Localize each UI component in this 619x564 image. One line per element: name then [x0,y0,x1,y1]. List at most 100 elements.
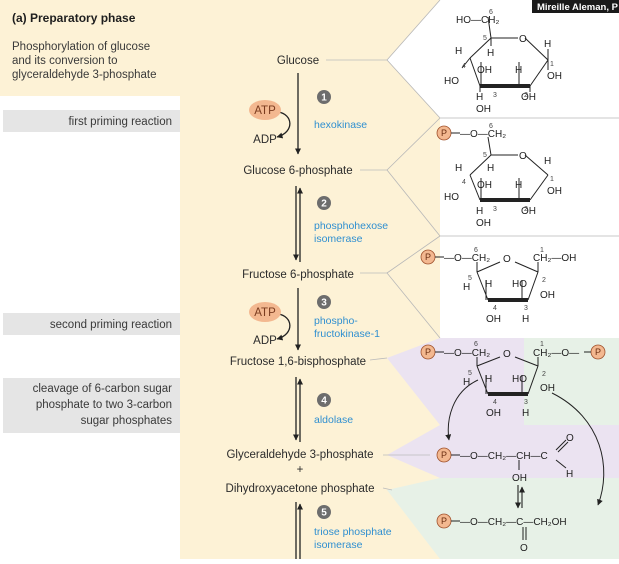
svg-text:OH: OH [512,473,527,484]
svg-text:HO: HO [512,374,527,385]
svg-text:1: 1 [540,247,544,254]
side-label-box-3 [3,378,180,433]
metabolite-glucose: Glucose [277,55,319,67]
atp-badge-2 [249,302,281,322]
svg-text:4: 4 [462,179,466,186]
atp-label-2: ATP [254,307,276,319]
reaction-arrows [276,73,303,559]
svg-text:H: H [463,377,470,388]
svg-text:O: O [503,349,511,360]
enzyme-phosphohexose-isomerase-2: isomerase [314,233,363,245]
svg-text:6: 6 [489,123,493,130]
isomerase-arrows [515,485,525,509]
glyceraldehyde-3-phosphate-structure: P —O—CH₂—CH—C O H OH [436,433,574,484]
svg-text:H: H [515,180,522,191]
svg-text:HO—CH₂: HO—CH₂ [456,15,499,26]
svg-text:HO: HO [444,76,459,87]
svg-text:4: 4 [493,305,497,312]
svg-text:H: H [522,408,529,419]
svg-text:H: H [463,282,470,293]
svg-text:3: 3 [493,206,497,213]
side-label-first-priming: first priming reaction [68,116,172,128]
g3p-panel [387,425,619,478]
plus-sign: + [297,464,304,476]
svg-text:—O—CH₂: —O—CH₂ [460,129,506,140]
svg-text:P: P [441,128,447,138]
svg-text:6: 6 [474,341,478,348]
glucose-structure: HO—CH₂ 6 5 O H H H 4 1 OH H HO OH H 3 2 … [444,9,562,115]
svg-text:P: P [441,516,447,526]
phase-title: (a) Preparatory phase [12,11,136,25]
svg-text:3: 3 [524,399,528,406]
svg-text:2: 2 [542,277,546,284]
enzyme-phosphofructokinase-2: fructokinase-1 [314,328,380,340]
svg-text:5: 5 [468,370,472,377]
svg-text:HO: HO [512,279,527,290]
svg-text:HO: HO [444,192,459,203]
svg-text:H: H [455,46,462,57]
step-5-marker: 5 [317,505,331,519]
svg-text:H: H [476,92,483,103]
header-panel [0,0,180,96]
enzyme-triose-phosphate-isomerase-2: isomerase [314,539,363,551]
phase-desc-line3: glyceraldehyde 3-phosphate [12,69,157,81]
phase-desc-line1: Phosphorylation of glucose [12,41,150,53]
svg-text:—O—CH₂—CH—C: —O—CH₂—CH—C [460,451,548,462]
svg-text:2: 2 [524,206,528,213]
svg-text:1: 1 [540,341,544,348]
metabolite-fructose-1-6-bisphosphate: Fructose 1,6-bisphosphate [230,356,366,368]
svg-text:OH: OH [547,71,562,82]
svg-text:H: H [487,163,494,174]
svg-text:H: H [566,469,573,480]
svg-text:H: H [476,206,483,217]
svg-text:P: P [425,252,431,262]
svg-text:1: 1 [550,176,554,183]
step-1-marker: 1 [317,90,331,104]
svg-text:H: H [485,279,492,290]
side-label-second-priming: second priming reaction [50,319,172,331]
svg-text:OH: OH [476,218,491,229]
svg-text:2: 2 [321,199,327,210]
svg-text:1: 1 [550,61,554,68]
svg-text:1: 1 [321,93,327,104]
phase-desc-line2: and its conversion to [12,55,117,67]
svg-text:P: P [441,450,447,460]
svg-text:5: 5 [483,152,487,159]
fructose-1-6-bisphosphate-structure: P P —O—CH₂ 6 O 1 CH₂—O— 5 H H HO 2 OH 4 … [420,341,606,419]
svg-text:OH: OH [547,186,562,197]
side-label-cleavage-2: phosphate to two 3-carbon [36,399,172,411]
svg-text:CH₂—O—: CH₂—O— [533,348,579,359]
metabolite-fructose-6-phosphate: Fructose 6-phosphate [242,269,354,281]
svg-text:P: P [425,347,431,357]
svg-text:H: H [485,374,492,385]
cleavage-arrows [445,379,605,506]
svg-text:4: 4 [493,399,497,406]
adp-label-2: ADP [253,335,277,347]
svg-text:—O—CH₂—C—CH₂OH: —O—CH₂—C—CH₂OH [460,517,567,528]
side-label-box-2 [3,313,180,335]
svg-text:OH: OH [521,92,536,103]
svg-text:3: 3 [493,92,497,99]
presenter-name: Mireille Aleman, P [537,2,619,13]
atp-consumption-arrow-2 [276,313,291,341]
svg-text:4: 4 [462,63,466,70]
svg-text:H: H [487,48,494,59]
svg-text:3: 3 [524,305,528,312]
side-label-box-1 [3,110,180,132]
dihydroxyacetone-phosphate-structure: P —O—CH₂—C—CH₂OH O [436,513,567,554]
svg-text:H: H [544,39,551,50]
svg-text:H: H [544,156,551,167]
svg-text:5: 5 [321,508,327,519]
svg-text:OH: OH [486,314,501,325]
svg-text:OH: OH [521,206,536,217]
side-label-cleavage-3: sugar phosphates [81,415,173,427]
enzyme-phosphohexose-isomerase-1: phosphohexose [314,220,388,232]
leader-lines [326,59,430,491]
svg-text:3: 3 [321,298,327,309]
svg-text:2: 2 [542,371,546,378]
dhap-panel [387,478,619,559]
presenter-tag [532,0,619,13]
side-label-cleavage-1: cleavage of 6-carbon sugar [33,383,173,395]
svg-text:H: H [515,65,522,76]
